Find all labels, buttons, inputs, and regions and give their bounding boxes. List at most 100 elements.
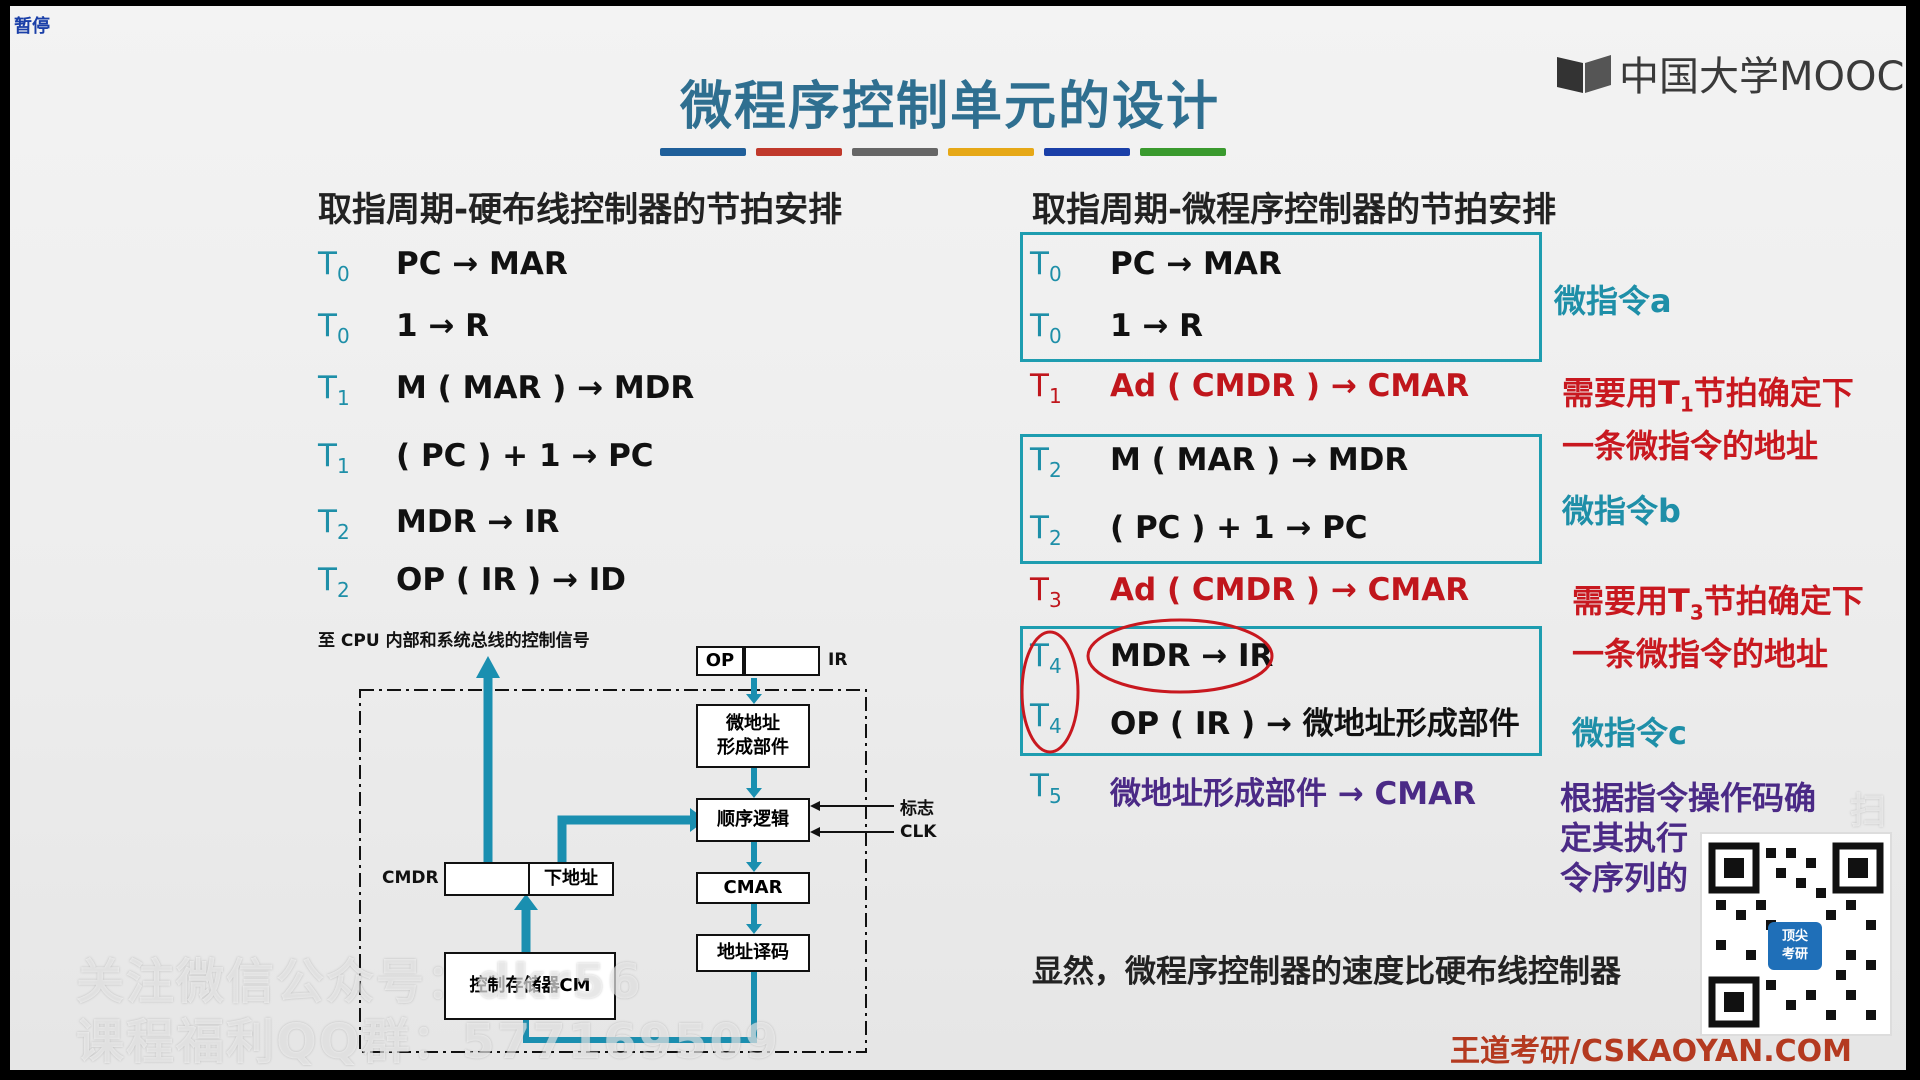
t-sub: 0 [336, 324, 350, 349]
right-op: MDR → IR [1110, 638, 1274, 674]
bar-3 [852, 148, 938, 156]
t3-note-sub: 3 [1689, 600, 1704, 625]
left-t: T1 [318, 438, 350, 478]
watermark-wechat: 关注微信公众号：dkr56 [76, 954, 643, 1010]
footer-brand: 王道考研/CSKAOYAN.COM [1450, 1034, 1852, 1069]
seq-logic-box: 顺序逻辑 [696, 798, 810, 842]
mooc-logo: 中国大学MOOC [1555, 44, 1904, 102]
right-row: T1 Ad ( CMDR ) → CMAR [1030, 368, 1469, 408]
left-row: T1 M ( MAR ) → MDR [318, 370, 694, 410]
right-t: T1 [1030, 368, 1062, 408]
right-row: T2 ( PC ) + 1 → PC [1030, 510, 1368, 550]
next-addr-bus [557, 815, 690, 862]
color-bars [660, 148, 1226, 156]
right-row: T4 MDR → IR [1030, 638, 1273, 678]
right-t: T3 [1030, 572, 1062, 612]
qr-code: 顶尖 考研 [1700, 832, 1892, 1036]
left-row: T0 PC → MAR [318, 246, 568, 286]
right-row: T4 OP ( IR ) → 微地址形成部件 [1030, 698, 1520, 742]
opcode-note-line-3: 令序列的 [1560, 859, 1689, 897]
left-arrow-icon [810, 801, 820, 811]
left-op: MDR → IR [396, 504, 560, 540]
right-t: T2 [1030, 442, 1062, 482]
t1-note-sub: 1 [1679, 392, 1694, 417]
addr-decode-box: 地址译码 [696, 934, 810, 972]
micro-instr-b-box [1020, 434, 1542, 564]
right-t: T0 [1030, 308, 1062, 348]
diagram-top-label: 至 CPU 内部和系统总线的控制信号 [318, 631, 590, 651]
down-arrow-icon [746, 788, 762, 798]
t3-note-line-1: 需要用T3节拍确定下 [1572, 580, 1864, 633]
t-letter: T [1030, 368, 1049, 404]
t-letter: T [1030, 638, 1049, 674]
t-letter: T [1030, 768, 1049, 804]
left-row: T2 OP ( IR ) → ID [318, 562, 626, 603]
t-sub: 5 [1048, 784, 1062, 809]
t-sub: 2 [336, 520, 350, 545]
red-annotations [1020, 618, 1274, 754]
left-row: T2 MDR → IR [318, 504, 559, 545]
t-sub: 2 [1048, 526, 1062, 551]
next-addr-box: 下地址 [528, 862, 614, 896]
t-letter: T [1030, 572, 1049, 608]
watermark-fragment: 扫 [1850, 791, 1889, 832]
right-heading: 取指周期-微程序控制器的节拍安排 [1032, 190, 1557, 230]
left-arrow-icon [810, 827, 820, 837]
control-store-box: 控制存储器CM [444, 952, 616, 1020]
ir-field-box [744, 646, 820, 676]
right-op: Ad ( CMDR ) → CMAR [1110, 368, 1470, 404]
left-t: T0 [318, 308, 350, 348]
t-letter: T [318, 504, 337, 540]
qr-center-badge: 顶尖 考研 [1770, 928, 1820, 964]
t-sub: 0 [1048, 324, 1062, 349]
t-sub: 1 [1048, 384, 1062, 409]
clk-label: CLK [900, 822, 937, 842]
book-logo-icon [1557, 55, 1611, 93]
right-row: T3 Ad ( CMDR ) → CMAR [1030, 572, 1469, 612]
t-letter: T [318, 438, 337, 474]
t-sub: 3 [1048, 588, 1062, 613]
t-sub: 2 [336, 578, 350, 603]
t-sub: 1 [336, 454, 350, 479]
down-arrow-icon [746, 694, 762, 704]
opcode-note-line-2: 定其执行 [1560, 819, 1689, 857]
t-letter: T [1030, 510, 1049, 546]
left-op: ( PC ) + 1 → PC [396, 438, 654, 474]
page-title: 微程序控制单元的设计 [679, 77, 1220, 137]
micro-addr-unit: 微地址 形成部件 [696, 704, 810, 768]
t1-note-line-1: 需要用T1节拍确定下 [1562, 372, 1854, 425]
qr-pattern-icon [1708, 842, 1884, 1028]
t-sub: 0 [1048, 262, 1062, 287]
right-op: PC → MAR [1110, 246, 1282, 282]
micro-addr-line-1: 微地址 [726, 713, 780, 734]
opcode-note-line-1: 根据指令操作码确 [1560, 779, 1817, 817]
t3-note-text: 需要用T [1572, 582, 1690, 620]
cmdr-field-box [444, 862, 530, 896]
bar-5 [1044, 148, 1130, 156]
qr-badge-line-2: 考研 [1781, 947, 1808, 962]
left-op: 1 → R [396, 308, 489, 344]
t1-note-text: 需要用T [1562, 374, 1680, 412]
micro-instr-a-label: 微指令a [1554, 282, 1672, 320]
t-letter: T [1030, 698, 1049, 734]
diagram-border [359, 689, 867, 1053]
left-t: T0 [318, 246, 350, 286]
logo-text: 中国大学MOOC [1619, 54, 1905, 100]
right-op: M ( MAR ) → MDR [1110, 442, 1409, 478]
pause-label[interactable]: 暂停 [14, 16, 50, 37]
decode-to-cm-bus [523, 972, 757, 1043]
watermark-qq: 课程福利QQ群：577169509 [76, 1014, 781, 1070]
bar-1 [660, 148, 746, 156]
slide: 暂停 中国大学MOOC 微程序控制单元的设计 取指周期-硬布线控制器的节拍安排 … [10, 6, 1906, 1070]
right-op: OP ( IR ) → 微地址形成部件 [1110, 706, 1520, 742]
t-sub: 4 [1048, 714, 1062, 739]
right-t: T4 [1030, 638, 1062, 678]
cmdr-label: CMDR [382, 868, 439, 888]
right-t: T2 [1030, 510, 1062, 550]
ir-label: IR [828, 650, 848, 670]
t1-note: 需要用T1节拍确定下 一条微指令的地址 [1562, 372, 1854, 467]
diagram-lines [359, 656, 894, 1053]
flag-label: 标志 [900, 799, 934, 819]
t1-note-text-b: 节拍确定下 [1693, 374, 1854, 412]
